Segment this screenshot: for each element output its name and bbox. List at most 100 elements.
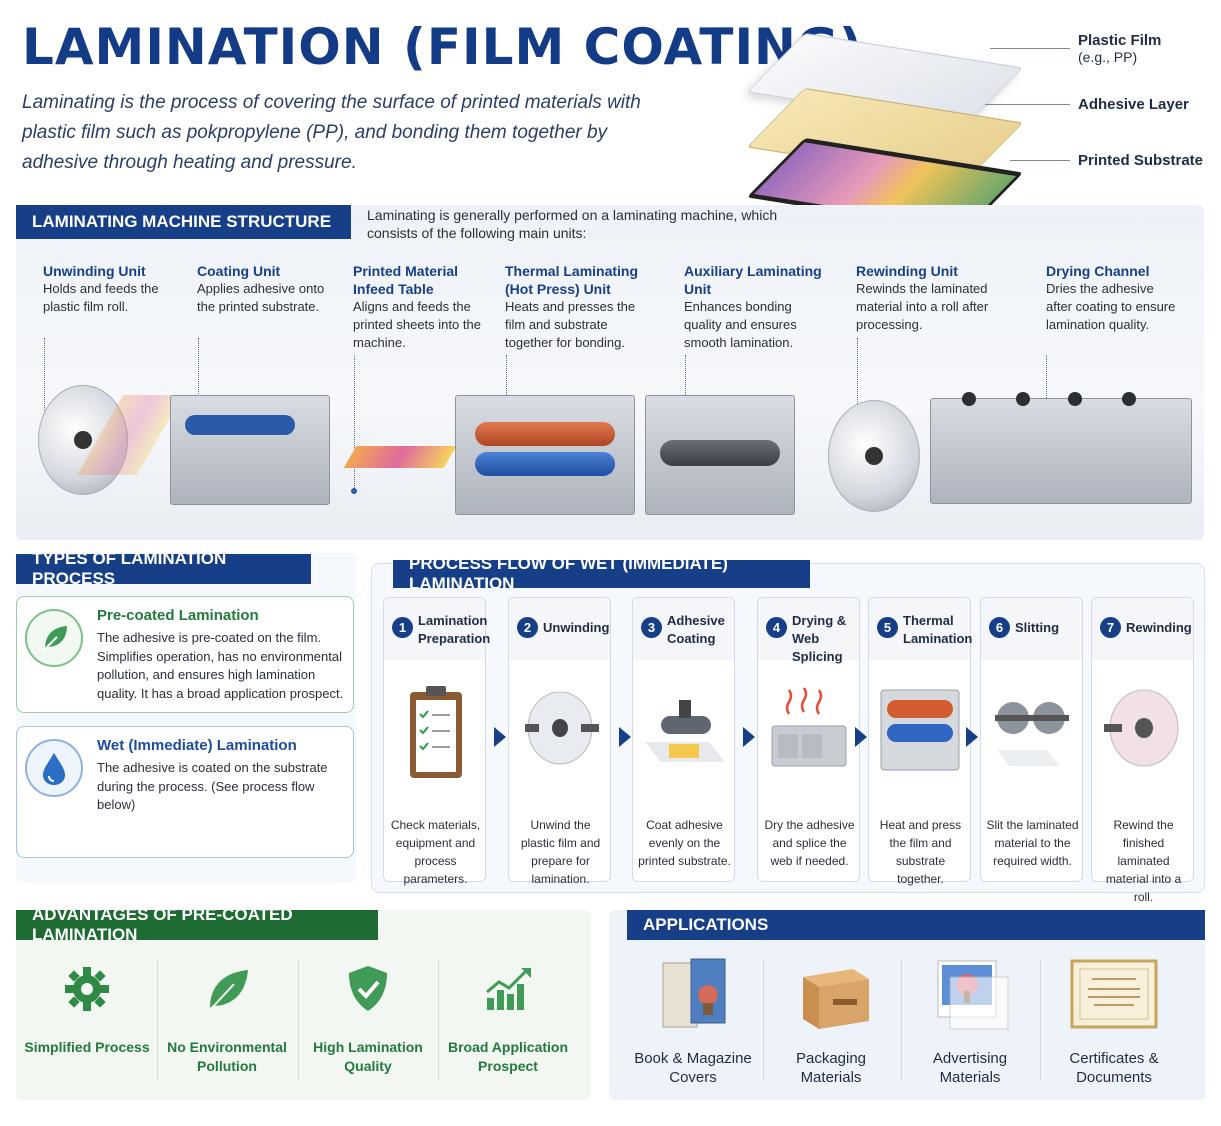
application-item: Book & Magazine Covers <box>628 955 758 1087</box>
water-drop-icon <box>25 739 83 797</box>
unit-unwinding: Unwinding Unit Holds and feeds the plast… <box>43 263 159 314</box>
step-number: 4 <box>766 617 787 638</box>
shield-check-icon <box>341 962 395 1016</box>
rewinding-roll <box>828 400 920 512</box>
adhesive-coater-icon <box>639 670 729 790</box>
step-title: Drying & Web Splicing <box>792 613 847 664</box>
unwinding-roll <box>38 385 128 495</box>
step-description: Heat and press the film and substrate to… <box>879 818 962 886</box>
leader-line <box>354 355 355 490</box>
drying-vent <box>1016 392 1030 406</box>
book-covers-icon <box>643 955 743 1035</box>
leader-line <box>1046 355 1047 440</box>
growth-chart-icon <box>481 962 535 1016</box>
package-box-icon <box>781 955 881 1035</box>
drying-oven-icon <box>764 670 854 790</box>
application-label: Packaging Materials <box>795 1050 867 1086</box>
film-roll-icon <box>515 670 605 790</box>
type-card-pre-coated: Pre-coated Lamination The adhesive is pr… <box>16 596 354 713</box>
flow-step: 7 Rewinding Rewind the finished laminate… <box>1091 597 1194 904</box>
advantage-label: High Lamination Quality <box>313 1039 423 1074</box>
applications-heading: APPLICATIONS <box>627 910 1205 940</box>
poster-prints-icon <box>920 955 1020 1035</box>
step-title: Thermal Lamination <box>903 613 973 646</box>
advantage-item: High Lamination Quality <box>299 962 437 1076</box>
process-flow-heading: PROCESS FLOW OF WET (IMMEDIATE) LAMINATI… <box>393 554 810 593</box>
advantage-item: Simplified Process <box>18 962 156 1057</box>
printed-substrate-label: Printed Substrate <box>1078 152 1204 169</box>
machine-structure-description: Laminating is generally performed on a l… <box>367 207 778 241</box>
step-description: Slit the laminated material to the requi… <box>986 818 1079 868</box>
step-number: 6 <box>989 617 1010 638</box>
advantage-label: Broad Application Prospect <box>447 1039 569 1074</box>
flow-arrow-icon <box>743 727 755 747</box>
leader-line <box>44 338 45 442</box>
infeed-sheet <box>343 446 457 468</box>
flow-step: 5 Thermal Lamination Heat and press the … <box>868 597 973 886</box>
step-number: 7 <box>1100 617 1121 638</box>
adhesive-layer-label: Adhesive Layer <box>1078 96 1189 113</box>
application-label: Advertising Materials <box>932 1050 1008 1086</box>
unit-thermal-laminating: Thermal Laminating (Hot Press) Unit Heat… <box>505 263 639 350</box>
application-label: Book & Magazine Covers <box>634 1050 752 1086</box>
step-description: Dry the adhesive and splice the web if n… <box>764 818 855 868</box>
type-card-wet: Wet (Immediate) Lamination The adhesive … <box>16 726 354 858</box>
gear-icon <box>60 962 114 1016</box>
flow-step: 1 Lamination Preparation Check materials… <box>383 597 491 886</box>
heated-roller <box>475 422 615 446</box>
step-description: Coat adhesive evenly on the printed subs… <box>638 818 731 868</box>
plastic-film-label: Plastic Film (e.g., PP) <box>1078 32 1162 65</box>
flow-arrow-icon <box>855 727 867 747</box>
leader-line <box>1010 160 1070 161</box>
machine-structure-heading: LAMINATING MACHINE STRUCTURE <box>16 205 351 239</box>
unit-drying-channel: Drying Channel Dries the adhesive after … <box>1046 263 1176 332</box>
step-title: Lamination Preparation <box>418 613 491 646</box>
certificate-icon <box>1064 955 1164 1035</box>
divider <box>298 960 299 1080</box>
unit-rewinding: Rewinding Unit Rewinds the laminated mat… <box>856 263 989 332</box>
application-item: Certificates & Documents <box>1049 955 1179 1087</box>
coating-unit-machine <box>170 395 330 505</box>
leader-line <box>990 48 1070 49</box>
unit-infeed-table: Printed Material Infeed Table Aligns and… <box>353 263 481 350</box>
advantage-label: No Environmental Pollution <box>167 1039 287 1074</box>
drying-vent <box>1122 392 1136 406</box>
leader-line <box>506 355 507 425</box>
leader-line <box>685 355 686 415</box>
step-number: 3 <box>641 617 662 638</box>
flow-arrow-icon <box>494 727 506 747</box>
step-number: 5 <box>877 617 898 638</box>
unit-coating: Coating Unit Applies adhesive onto the p… <box>197 263 325 314</box>
type-title: Pre-coated Lamination <box>97 607 259 624</box>
step-description: Check materials, equipment and process p… <box>390 818 481 886</box>
divider <box>763 960 764 1080</box>
application-item: Packaging Materials <box>766 955 896 1087</box>
step-title: Adhesive Coating <box>667 613 725 646</box>
divider <box>901 960 902 1080</box>
flow-step: 2 Unwinding Unwind the plastic film and … <box>508 597 611 886</box>
leader-line <box>198 338 199 398</box>
leader-dot <box>351 488 357 494</box>
step-title: Slitting <box>1015 620 1060 635</box>
intro-text: Laminating is the process of covering th… <box>22 92 641 173</box>
leaf-icon <box>200 962 254 1016</box>
coating-roller <box>185 415 295 435</box>
divider <box>1040 960 1041 1080</box>
auxiliary-roller <box>660 440 780 466</box>
advantage-label: Simplified Process <box>24 1039 150 1055</box>
type-description: The adhesive is coated on the substrate … <box>97 760 328 812</box>
step-description: Unwind the plastic film and prepare for … <box>520 818 601 886</box>
divider <box>157 960 158 1080</box>
leader-line <box>857 338 858 458</box>
type-description: The adhesive is pre-coated on the film. … <box>97 630 344 701</box>
unit-auxiliary-laminating: Auxiliary Laminating Unit Enhances bondi… <box>684 263 822 350</box>
step-description: Rewind the finished laminated material i… <box>1105 818 1182 904</box>
clipboard-checklist-icon <box>390 670 480 790</box>
flow-step: 4 Drying & Web Splicing Dry the adhesive… <box>757 597 860 882</box>
leader-line <box>985 104 1070 105</box>
page-title: LAMINATION (FILM COATING) <box>22 18 863 76</box>
rewound-roll-icon <box>1098 670 1188 790</box>
pressure-roller <box>475 452 615 476</box>
advantage-item: Broad Application Prospect <box>439 962 577 1076</box>
advantage-item: No Environmental Pollution <box>158 962 296 1076</box>
